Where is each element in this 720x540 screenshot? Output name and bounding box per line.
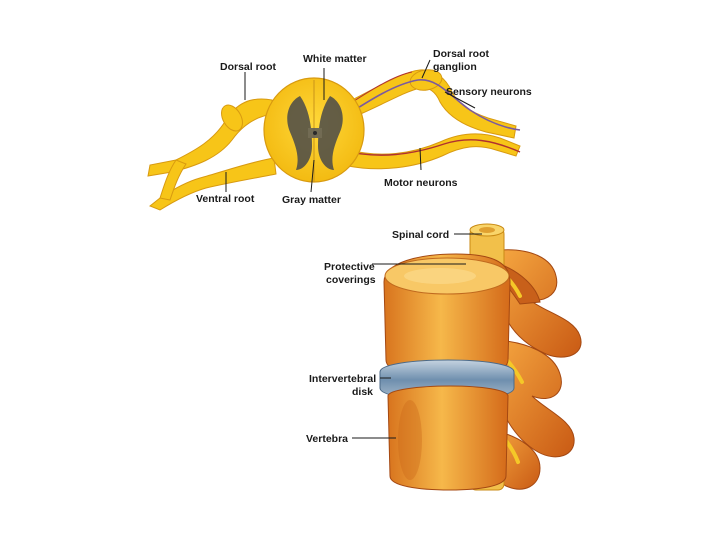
label-dorsal-root-ganglion-line1: Dorsal root [433, 48, 490, 60]
label-intervertebral-disk-line1: Intervertebral [309, 373, 376, 385]
label-intervertebral-disk-line2: disk [352, 386, 373, 398]
label-protective-coverings-line1: Protective [324, 261, 375, 273]
label-ventral-root: Ventral root [196, 193, 255, 205]
label-dorsal-root-ganglion-line2: ganglion [433, 61, 477, 73]
label-motor-neurons: Motor neurons [384, 177, 458, 189]
label-gray-matter: Gray matter [282, 194, 341, 206]
label-spinal-cord: Spinal cord [392, 229, 449, 241]
label-sensory-neurons: Sensory neurons [446, 86, 532, 98]
label-protective-coverings-line2: coverings [326, 274, 376, 286]
label-dorsal-root: Dorsal root [220, 61, 277, 73]
lower-vertebra [388, 386, 508, 490]
central-canal [313, 131, 317, 135]
upper-vertebra [384, 254, 510, 378]
label-white-matter: White matter [303, 53, 367, 65]
label-vertebra: Vertebra [306, 433, 348, 445]
